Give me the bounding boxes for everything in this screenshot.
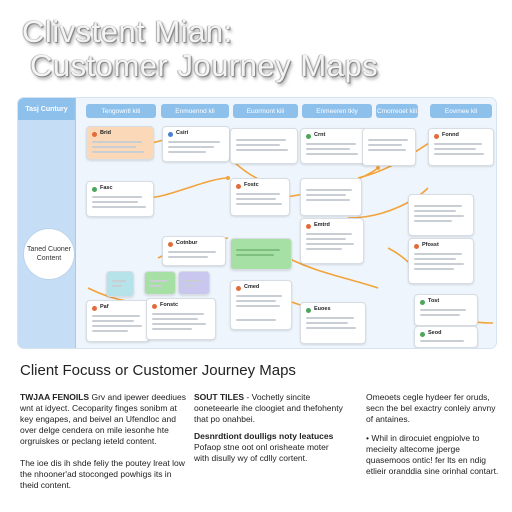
col3-body: Omeoets cegle hydeer fer oruds, secn the… [366, 392, 496, 424]
journey-card[interactable]: Seod [414, 326, 478, 348]
dot-icon [92, 306, 97, 311]
page-title-line1: Clivstent Mian: [22, 14, 233, 49]
dot-icon [152, 304, 157, 309]
dot-icon [236, 184, 241, 189]
card-label: Brid [100, 130, 111, 136]
journey-card[interactable] [178, 271, 210, 295]
card-label: Cotnbur [176, 240, 198, 246]
dot-icon [306, 308, 311, 313]
journey-card[interactable]: Fasc [86, 181, 154, 217]
journey-card[interactable]: Cotnbur [162, 236, 226, 266]
dot-icon [414, 244, 419, 249]
stage-header-6: Eovrnee kli [430, 104, 492, 118]
journey-card[interactable] [230, 238, 292, 270]
dot-icon [306, 134, 311, 139]
sidebar-circle-label: Taned Cuoner Content [24, 229, 74, 279]
card-label: Tost [428, 298, 440, 304]
journey-map-panel: Tasj Cuntury Taned Cuoner Content Tengow… [18, 98, 496, 348]
dot-icon [420, 300, 425, 305]
stage-header-5: Cmorreoet kili [376, 104, 418, 118]
journey-card[interactable]: Brid [86, 126, 154, 160]
card-label: Paf [100, 304, 109, 310]
card-label: Csiri [176, 130, 189, 136]
subtitle: Client Focuss or Customer Journey Maps [20, 362, 296, 379]
dot-icon [168, 132, 173, 137]
journey-card[interactable]: Euoes [300, 302, 366, 344]
col3-body-2: • Whil in dirocuiet engpiolve to mecieit… [366, 433, 499, 476]
card-label: Seod [428, 330, 442, 336]
stage-header-3: Euormont kili [233, 104, 298, 118]
text-column-1: TWJAA FENOILS Grv and ipewer deediues wn… [20, 392, 190, 491]
card-label: Fostc [244, 182, 259, 188]
journey-card[interactable]: Fonnd [428, 128, 494, 166]
dot-icon [92, 187, 97, 192]
col2-heading-2: Desnrdtiont doulligs noty leatuces [194, 431, 334, 441]
col2-heading: SOUT TILES [194, 392, 245, 402]
journey-card[interactable]: Csiri [162, 126, 230, 162]
journey-card[interactable]: Fostc [230, 178, 290, 216]
dot-icon [306, 224, 311, 229]
sidebar: Tasj Cuntury Taned Cuoner Content [18, 98, 76, 348]
journey-card[interactable]: Tost [414, 294, 478, 326]
journey-card[interactable] [106, 271, 134, 297]
journey-card[interactable]: Crnt [300, 128, 368, 164]
dot-icon [434, 134, 439, 139]
card-label: Fasc [100, 185, 113, 191]
stage-header-4: Enmeeren tkly [302, 104, 372, 118]
card-label: Fonstc [160, 302, 179, 308]
journey-card[interactable] [230, 128, 298, 164]
sidebar-title: Tasj Cuntury [18, 98, 75, 120]
card-label: Fonnd [442, 132, 459, 138]
journey-card[interactable] [300, 178, 362, 216]
journey-card[interactable] [144, 271, 176, 295]
text-column-3: Omeoets cegle hydeer fer oruds, secn the… [366, 392, 504, 477]
page-title-line2: Customer Journey Maps [30, 48, 379, 83]
dot-icon [236, 286, 241, 291]
col1-heading: TWJAA FENOILS [20, 392, 90, 402]
card-label: Pfosst [422, 242, 439, 248]
stage-header-2: Enmoennd kli [161, 104, 229, 118]
stage-header-1: Tengowntl kiti [86, 104, 156, 118]
card-label: Cmed [244, 284, 260, 290]
journey-card[interactable] [362, 128, 416, 166]
journey-card[interactable]: Fonstc [146, 298, 216, 340]
dot-icon [420, 332, 425, 337]
col2-body: - Vochetly sincite ooneteearle ihe cloog… [194, 392, 343, 424]
col1-body-2: The ioe dis ih shde feliy the poutey lre… [20, 458, 185, 490]
dot-icon [168, 242, 173, 247]
journey-card[interactable]: Paf [86, 300, 150, 342]
dot-icon [92, 132, 97, 137]
card-label: Emtrd [314, 222, 330, 228]
card-label: Euoes [314, 306, 331, 312]
col2-body-2: Pofaop stne oot onl orisheate moter with… [194, 442, 329, 463]
journey-card[interactable]: Emtrd [300, 218, 364, 264]
card-label: Crnt [314, 132, 326, 138]
journey-card[interactable]: Pfosst [408, 238, 474, 284]
col1-body: Grv and ipewer deediues wnt at idyect. C… [20, 392, 186, 446]
journey-card[interactable]: Cmed [230, 280, 292, 330]
journey-card[interactable] [408, 194, 474, 236]
text-column-2: SOUT TILES - Vochetly sincite ooneteearl… [194, 392, 344, 464]
